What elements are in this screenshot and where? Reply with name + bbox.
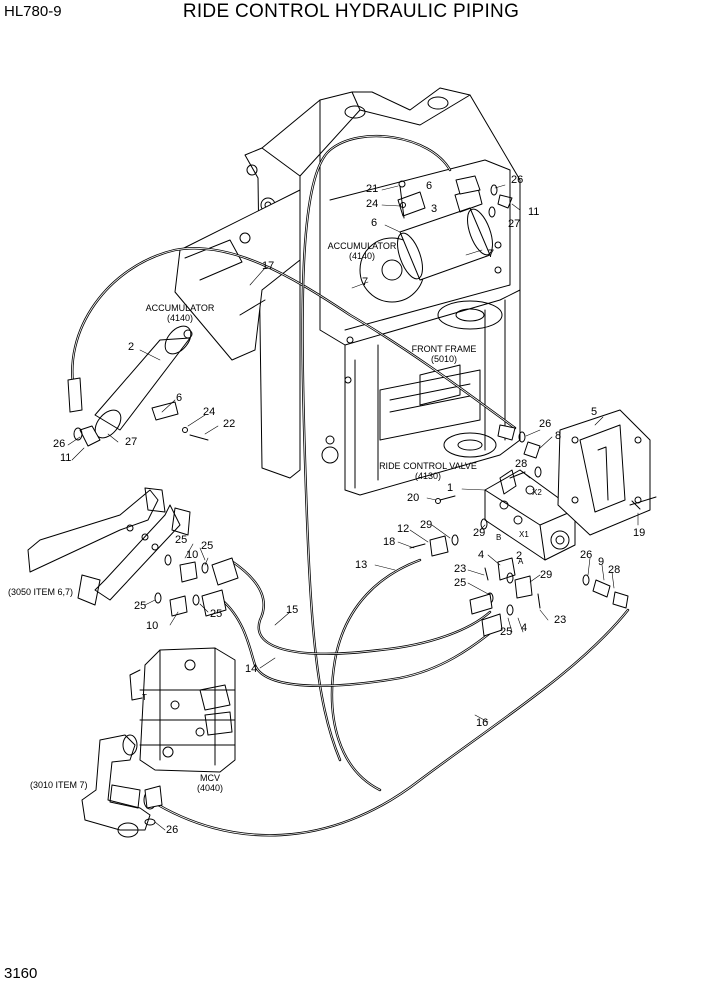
ride-control-valve-code: (4130) <box>414 471 441 481</box>
callout-28: 28 <box>608 564 621 576</box>
callout-25: 25 <box>134 600 147 612</box>
mounting-bracket <box>557 409 657 536</box>
hoses <box>71 134 630 837</box>
callout-12: 12 <box>397 523 410 535</box>
callout-25: 25 <box>201 540 214 552</box>
port-t: T <box>142 693 147 702</box>
callout-8: 8 <box>555 430 562 442</box>
callout-25: 25 <box>500 626 513 638</box>
callout-27: 27 <box>125 436 138 448</box>
accumulator-upper-ref: ACCUMULATOR (4140) <box>322 241 402 261</box>
callout-27: 27 <box>508 218 521 230</box>
callout-26: 26 <box>580 549 593 561</box>
front-frame-name: FRONT FRAME <box>411 344 477 354</box>
mcv-block <box>129 647 236 773</box>
callout-14: 14 <box>245 663 258 675</box>
mcv-name: MCV <box>200 773 220 783</box>
callout-5: 5 <box>591 406 598 418</box>
callout-10: 10 <box>186 549 199 561</box>
item-3050-ref: (3050 ITEM 6,7) <box>8 587 74 597</box>
port-b: B <box>496 533 502 542</box>
accumulator-left-code: (4140) <box>166 313 193 323</box>
callout-16: 16 <box>476 717 489 729</box>
port-x2: X2 <box>532 488 542 497</box>
accumulator-upper-name: ACCUMULATOR <box>327 241 397 251</box>
page-title: RIDE CONTROL HYDRAULIC PIPING <box>182 1 520 22</box>
model-number: HL780-9 <box>4 3 62 20</box>
callout-26: 26 <box>539 418 552 430</box>
callout-25: 25 <box>454 577 467 589</box>
callout-7: 7 <box>362 276 369 288</box>
callout-26: 26 <box>166 824 179 836</box>
leader-lines <box>67 184 639 831</box>
front-frame-code: (5010) <box>430 354 457 364</box>
callout-11: 11 <box>60 452 72 464</box>
callout-19: 19 <box>633 527 646 539</box>
callout-22: 22 <box>223 418 236 430</box>
port-x1: X1 <box>519 530 529 539</box>
callout-11: 11 <box>528 206 540 218</box>
callout-2: 2 <box>128 341 135 353</box>
callout-28: 28 <box>515 458 528 470</box>
callout-26: 26 <box>511 174 524 186</box>
callout-29: 29 <box>420 519 433 531</box>
front-frame <box>244 87 521 496</box>
fittings <box>67 175 629 826</box>
accumulator-left-ref: ACCUMULATOR (4140) <box>140 303 220 323</box>
callout-2: 2 <box>516 550 523 562</box>
ride-control-valve-name: RIDE CONTROL VALVE <box>379 461 477 471</box>
callout-3: 3 <box>431 203 438 215</box>
callout-1: 1 <box>447 482 454 494</box>
accumulator-upper-code: (4140) <box>348 251 375 261</box>
page-number: 3160 <box>4 965 38 982</box>
steel-pipe-assembly <box>27 487 191 606</box>
callout-6: 6 <box>176 392 183 404</box>
callout-4: 4 <box>478 549 485 561</box>
callout-29: 29 <box>540 569 553 581</box>
accumulator-left-name: ACCUMULATOR <box>145 303 215 313</box>
callout-6: 6 <box>426 180 433 192</box>
callout-6: 6 <box>371 217 378 229</box>
port-a: A <box>518 557 524 566</box>
callout-17: 17 <box>262 260 275 272</box>
callout-25: 25 <box>210 608 223 620</box>
callout-18: 18 <box>383 536 396 548</box>
callout-10: 10 <box>146 620 159 632</box>
callout-23: 23 <box>454 563 467 575</box>
callout-20: 20 <box>407 492 420 504</box>
ride-control-valve-ref: RIDE CONTROL VALVE (4130) <box>368 461 488 481</box>
callout-24: 24 <box>366 198 379 210</box>
mcv-code: (4040) <box>196 783 223 793</box>
callout-4: 4 <box>521 622 528 634</box>
mcv-ref: MCV (4040) <box>190 773 230 793</box>
callout-23: 23 <box>554 614 567 626</box>
front-frame-ref: FRONT FRAME (5010) <box>404 344 484 364</box>
item-3010-ref: (3010 ITEM 7) <box>30 780 88 790</box>
callout-15: 15 <box>286 604 299 616</box>
callout-29: 29 <box>473 527 486 539</box>
callout-25: 25 <box>175 534 188 546</box>
callout-26: 26 <box>53 438 66 450</box>
callout-21: 21 <box>366 183 379 195</box>
callout-9: 9 <box>598 556 605 568</box>
callout-13: 13 <box>355 559 368 571</box>
callout-24: 24 <box>203 406 216 418</box>
callout-7: 7 <box>488 248 495 260</box>
accumulator-upper <box>397 180 493 281</box>
accumulator-left <box>94 325 209 441</box>
